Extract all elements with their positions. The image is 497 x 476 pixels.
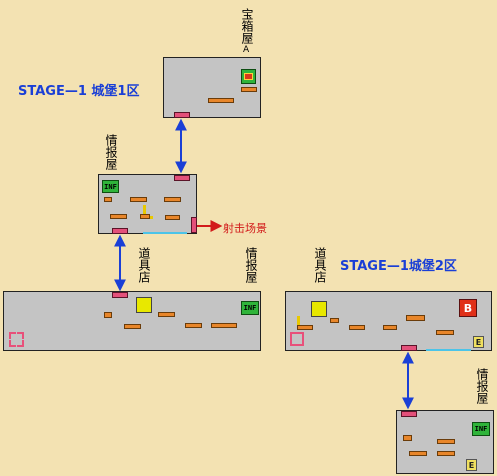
door-bottom[interactable] [401, 345, 417, 351]
platform [409, 451, 427, 456]
stage2-title: STAGE—1城堡2区 [340, 259, 457, 274]
platform [130, 197, 147, 202]
exit-icon: E [473, 336, 484, 348]
shooting-area-label: 射击场景 [223, 222, 267, 235]
platform [211, 323, 237, 328]
treasure-house-label: 宝箱屋 [240, 8, 254, 44]
water-line [143, 232, 187, 234]
info-icon: INF [472, 422, 490, 436]
info-icon: INF [241, 301, 259, 315]
door-top[interactable] [112, 292, 128, 298]
item-shop-2-label: 道具店 [313, 247, 327, 283]
platform [349, 325, 365, 330]
exit-icon: E [466, 459, 477, 471]
door-bottom[interactable] [112, 228, 128, 234]
platform [437, 439, 455, 444]
platform [437, 451, 455, 456]
water-line [426, 349, 471, 351]
room-treasure-house [163, 57, 261, 118]
platform [158, 312, 175, 317]
item-shop-block [311, 301, 327, 317]
room-info-house-3: INF E [396, 410, 494, 474]
boss-icon: B [459, 299, 477, 317]
platform [185, 323, 202, 328]
platform [330, 318, 339, 323]
room-item-shop-1: INF [3, 291, 261, 351]
platform [164, 197, 181, 202]
platform [124, 324, 141, 329]
platform [165, 215, 180, 220]
stage1-title: STAGE—1 城堡1区 [18, 84, 140, 99]
platform [104, 312, 112, 318]
treasure-chest-icon [241, 69, 256, 84]
platform [383, 325, 397, 330]
spawn-marker-icon [290, 332, 304, 346]
platform [104, 197, 112, 202]
door-top[interactable] [174, 175, 190, 181]
door-top[interactable] [401, 411, 417, 417]
platform [297, 325, 313, 330]
room-info-house-1: INF [98, 174, 197, 234]
platform [110, 214, 127, 219]
item-shop-1-label: 道具店 [137, 247, 151, 283]
platform [241, 87, 257, 92]
room-item-shop-2: B E [285, 291, 492, 351]
item-shop-block [136, 297, 152, 313]
info-house-3-label: 情报屋 [475, 368, 489, 404]
platform [403, 435, 412, 441]
platform [406, 315, 425, 321]
door-right[interactable] [191, 217, 197, 233]
info-house-2-label: 情报屋 [244, 247, 258, 283]
door-bottom[interactable] [174, 112, 190, 118]
platform [140, 214, 150, 219]
platform [436, 330, 454, 335]
info-house-1-label: 情报屋 [104, 134, 118, 170]
info-icon: INF [102, 180, 119, 193]
treasure-suffix-label: A [243, 45, 250, 55]
spawn-marker-icon [9, 332, 24, 347]
platform [208, 98, 234, 103]
